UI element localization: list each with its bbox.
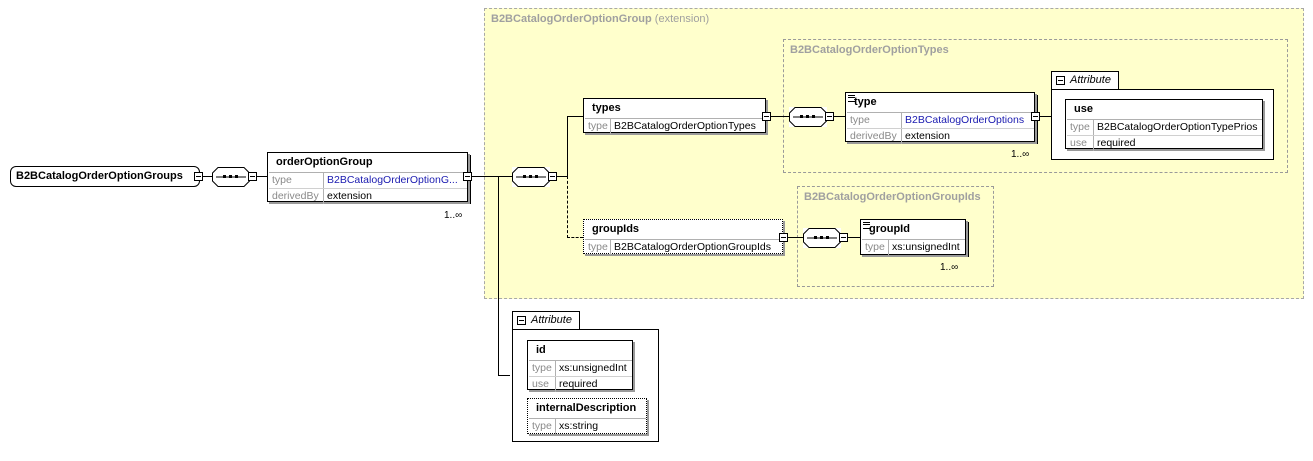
element-name: orderOptionGroup xyxy=(276,156,373,168)
prop-value: required xyxy=(1097,137,1136,149)
element-name: type xyxy=(854,96,877,108)
attribute-name: use xyxy=(1074,103,1093,115)
prop-value: B2BCatalogOrderOptionTypes xyxy=(614,120,756,132)
connector xyxy=(556,176,568,177)
sequence-icon xyxy=(803,228,841,248)
attribute-collapse-button[interactable] xyxy=(517,316,526,325)
element-name: types xyxy=(592,102,621,114)
prop-value: B2BCatalogOrderOptionGroupIds xyxy=(614,241,772,253)
cardinality-label: 1..∞ xyxy=(1011,149,1030,160)
extension-label: (extension) xyxy=(654,13,710,25)
prop-key: type xyxy=(529,419,556,434)
prop-value: xs:unsignedInt xyxy=(892,241,960,253)
element-groupids[interactable]: groupIds type B2BCatalogOrderOptionGroup… xyxy=(583,219,783,255)
attribute-use[interactable]: use type B2BCatalogOrderOptionTypePrios … xyxy=(1065,99,1263,151)
attribute-internaldescription[interactable]: internalDescription type xs:string xyxy=(527,398,647,434)
prop-value: xs:unsignedInt xyxy=(559,362,627,374)
types-group-title: B2BCatalogOrderOptionTypes xyxy=(790,44,949,56)
element-name: groupId xyxy=(869,223,910,235)
prop-key: type xyxy=(585,119,611,134)
prop-key: type xyxy=(269,173,324,188)
attribute-tab[interactable]: Attribute xyxy=(512,311,580,330)
connector xyxy=(257,176,267,177)
documentation-icon xyxy=(848,95,855,102)
attribute-name: id xyxy=(536,344,546,356)
attribute-id[interactable]: id type xs:unsignedInt use required xyxy=(527,340,633,392)
element-name: groupIds xyxy=(592,223,640,235)
sequence-root-collapse-button[interactable] xyxy=(248,172,257,181)
cardinality-label: 1..∞ xyxy=(940,262,959,273)
sequence-types-collapse-button[interactable] xyxy=(825,112,834,121)
sequence-groupids-collapse-button[interactable] xyxy=(839,233,848,242)
connector xyxy=(848,237,860,238)
prop-value: B2BCatalogOrderOptionTypePrios xyxy=(1097,121,1258,133)
prop-key: derivedBy xyxy=(847,129,902,144)
connector xyxy=(834,116,845,117)
element-type[interactable]: type type B2BCatalogOrderOptions derived… xyxy=(845,92,1035,144)
sequence-icon xyxy=(512,167,550,187)
sequence-icon xyxy=(212,167,250,187)
prop-key: derivedBy xyxy=(269,189,324,204)
groupids-group-title: B2BCatalogOrderOptionGroupIds xyxy=(804,191,981,203)
attribute-tab-label: Attribute xyxy=(531,314,572,326)
prop-value: extension xyxy=(905,130,950,142)
element-types[interactable]: types type B2BCatalogOrderOptionTypes xyxy=(583,98,766,134)
attribute-panel-group: id type xs:unsignedInt use required inte… xyxy=(512,329,659,442)
connector xyxy=(203,176,213,177)
attribute-collapse-button[interactable] xyxy=(1056,76,1065,85)
types-collapse-button[interactable] xyxy=(762,112,771,121)
connector xyxy=(498,375,510,376)
prop-key: type xyxy=(847,113,902,128)
connector xyxy=(471,176,513,177)
root-element[interactable]: B2BCatalogOrderOptionGroups xyxy=(10,166,200,187)
connector xyxy=(567,116,568,177)
sequence-compositor-types[interactable] xyxy=(789,107,827,127)
prop-key: type xyxy=(529,361,556,376)
prop-key: type xyxy=(585,240,611,255)
groupids-group: B2BCatalogOrderOptionGroupIds xyxy=(797,186,994,287)
attribute-name: internalDescription xyxy=(536,402,637,414)
prop-type-link[interactable]: B2BCatalogOrderOptionG... xyxy=(327,174,458,186)
prop-type-link[interactable]: B2BCatalogOrderOptions xyxy=(905,114,1025,126)
connector xyxy=(567,237,583,239)
type-collapse-button[interactable] xyxy=(1031,112,1040,121)
attribute-tab-label: Attribute xyxy=(1070,74,1111,86)
root-collapse-button[interactable] xyxy=(194,172,203,181)
prop-key: use xyxy=(529,377,556,392)
connector xyxy=(567,176,569,238)
sequence-icon xyxy=(789,107,827,127)
sequence-compositor-group[interactable] xyxy=(512,167,550,187)
sequence-compositor-groupids[interactable] xyxy=(803,228,841,248)
types-group: B2BCatalogOrderOptionTypes xyxy=(783,39,1288,173)
prop-value: required xyxy=(559,378,598,390)
element-orderoptiongroup[interactable]: orderOptionGroup type B2BCatalogOrderOpt… xyxy=(267,152,468,204)
extension-group-title: B2BCatalogOrderOptionGroup (extension) xyxy=(491,13,710,25)
element-groupid[interactable]: groupId type xs:unsignedInt xyxy=(860,219,966,255)
connector xyxy=(567,116,583,117)
prop-key: type xyxy=(1067,120,1094,135)
prop-key: type xyxy=(862,240,889,255)
connector xyxy=(787,237,804,238)
sequence-compositor-root[interactable] xyxy=(212,167,250,187)
prop-key: use xyxy=(1067,136,1094,151)
cardinality-label: 1..∞ xyxy=(444,210,463,221)
prop-value: extension xyxy=(327,190,372,202)
sequence-group-collapse-button[interactable] xyxy=(548,172,557,181)
connector xyxy=(1040,116,1051,117)
groupids-collapse-button[interactable] xyxy=(779,233,788,242)
documentation-icon xyxy=(863,222,870,229)
root-element-label: B2BCatalogOrderOptionGroups xyxy=(16,170,183,182)
connector xyxy=(498,176,499,376)
connector xyxy=(770,116,790,117)
orderoptiongroup-collapse-button[interactable] xyxy=(463,172,472,181)
attribute-tab[interactable]: Attribute xyxy=(1051,71,1119,90)
prop-value: xs:string xyxy=(559,420,599,432)
attribute-panel-type: use type B2BCatalogOrderOptionTypePrios … xyxy=(1051,89,1274,160)
